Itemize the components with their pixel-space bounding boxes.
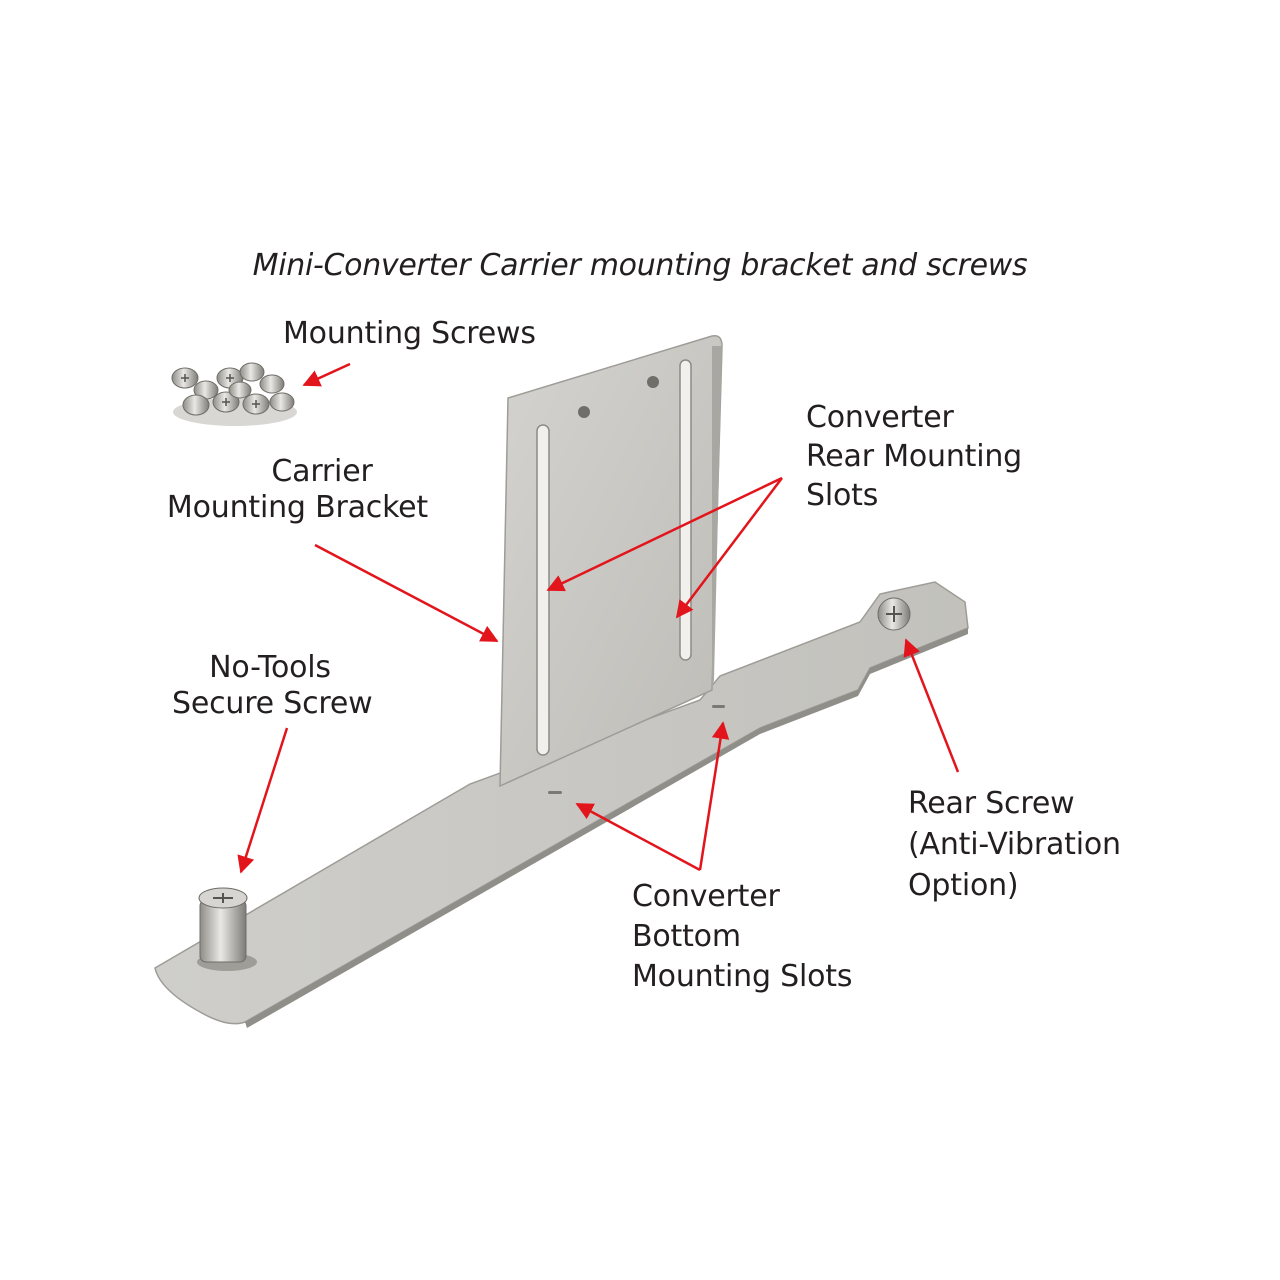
label-bottom-mounting-slots: Converter Bottom Mounting Slots [632,879,853,994]
label-no-tools-screw: No-Tools Secure Screw [172,650,373,721]
label-mounting-screws: Mounting Screws [283,316,536,351]
rear-screw-image [877,597,911,631]
arrow-rear-slot-right [675,477,783,619]
bottom-slot-2 [712,705,725,708]
bottom-slot-1 [548,791,562,794]
rear-slot-left [536,424,550,756]
mounting-screws-image [171,362,297,426]
arrow-bottom-slot-2 [698,721,730,871]
arrow-no-tools-screw [237,727,289,874]
arrow-mounting-screws [302,362,351,387]
no-tools-screw-image [197,887,257,971]
rear-slot-right [679,359,692,661]
diagram-title: Mini-Converter Carrier mounting bracket … [252,248,1028,283]
bracket-base [154,581,969,1028]
arrow-carrier-bracket [314,543,499,643]
arrow-rear-screw [903,638,960,773]
label-rear-mounting-slots: Converter Rear Mounting Slots [806,400,1023,513]
arrow-bottom-slot-1 [575,802,701,872]
arrow-rear-slot-left [546,476,783,592]
label-rear-screw: Rear Screw (Anti-Vibration Option) [908,786,1121,903]
label-carrier-bracket: Carrier Mounting Bracket [166,454,428,525]
callout-arrows [237,362,960,874]
